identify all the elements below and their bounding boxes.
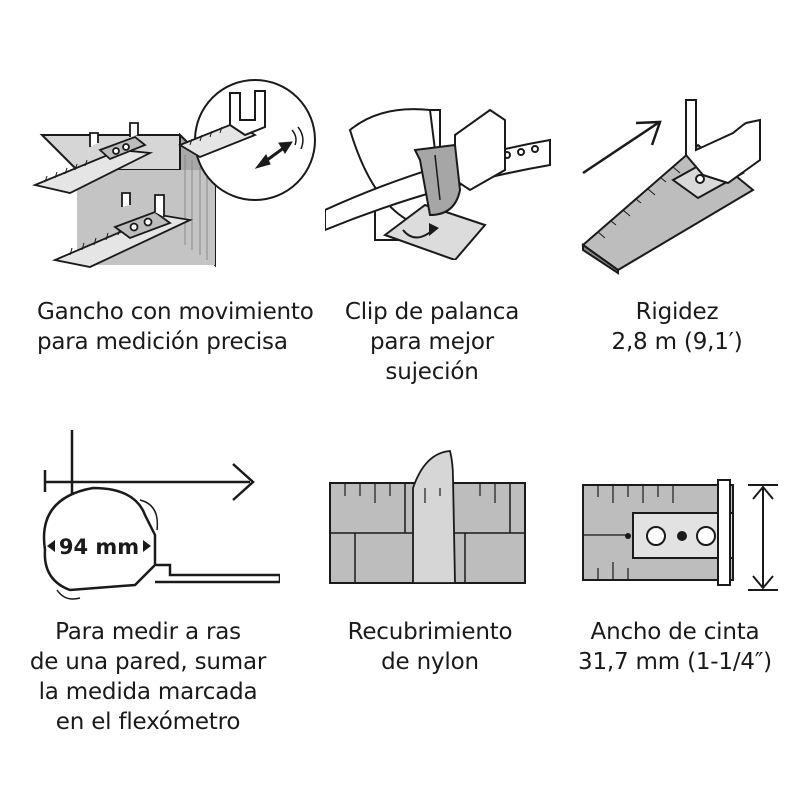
caption-line: Recubrimiento [347, 619, 513, 645]
hook-zoom-circle [177, 79, 316, 201]
rotate-arrow-icon [402, 223, 439, 239]
hook-tip [685, 99, 761, 185]
caption-line: Clip de palanca [344, 299, 520, 325]
caption-line: Ancho de cinta [590, 619, 760, 645]
case-measurement-label: 94 mm [59, 535, 139, 559]
buckle [454, 108, 506, 192]
tape-width-illustration [582, 479, 778, 591]
nylon-coating-illustration [329, 450, 526, 584]
width-arrow-icon [748, 484, 778, 591]
case-measure-illustration: 94 mm [42, 430, 280, 600]
direction-arrow-icon [582, 120, 662, 175]
caption-ancho: Ancho de cinta 31,7 mm (1-1/4″) [550, 617, 800, 677]
arrow-left-icon [47, 540, 55, 552]
caption-line: de nylon [381, 649, 479, 675]
caption-line: Para medir a ras [55, 619, 241, 645]
caption-line: para medición precisa [37, 329, 288, 355]
caption-line: en el flexómetro [55, 709, 241, 735]
caption-nylon: Recubrimiento de nylon [305, 617, 555, 677]
tape-upper [32, 122, 154, 194]
sliding-hook-illustration [32, 79, 316, 268]
tape-lower [51, 192, 193, 268]
caption-line: 2,8 m (9,1′) [611, 329, 743, 355]
nylon-peel [412, 450, 456, 584]
caption-rigidez: Rigidez 2,8 m (9,1′) [552, 297, 800, 357]
tape-case-outline [42, 486, 280, 600]
caption-line: Gancho con movimiento [37, 299, 314, 325]
caption-gancho: Gancho con movimiento para medición prec… [37, 297, 314, 357]
caption-line: la medida marcada [38, 679, 258, 705]
belt-clip-illustration [325, 108, 551, 260]
caption-line: 31,7 mm (1-1/4″) [578, 649, 772, 675]
caption-line: de una pared, sumar [29, 649, 267, 675]
arrow-right-icon [143, 540, 151, 552]
caption-line: Rigidez [635, 299, 719, 325]
caption-line: sujeción [385, 359, 479, 385]
caption-clip: Clip de palanca para mejor sujeción [307, 297, 557, 387]
double-arrow-icon [254, 141, 293, 169]
caption-ras: Para medir a ras de una pared, sumar la … [23, 617, 273, 737]
tape-standout-illustration [581, 99, 761, 275]
caption-line: para mejor [369, 329, 495, 355]
